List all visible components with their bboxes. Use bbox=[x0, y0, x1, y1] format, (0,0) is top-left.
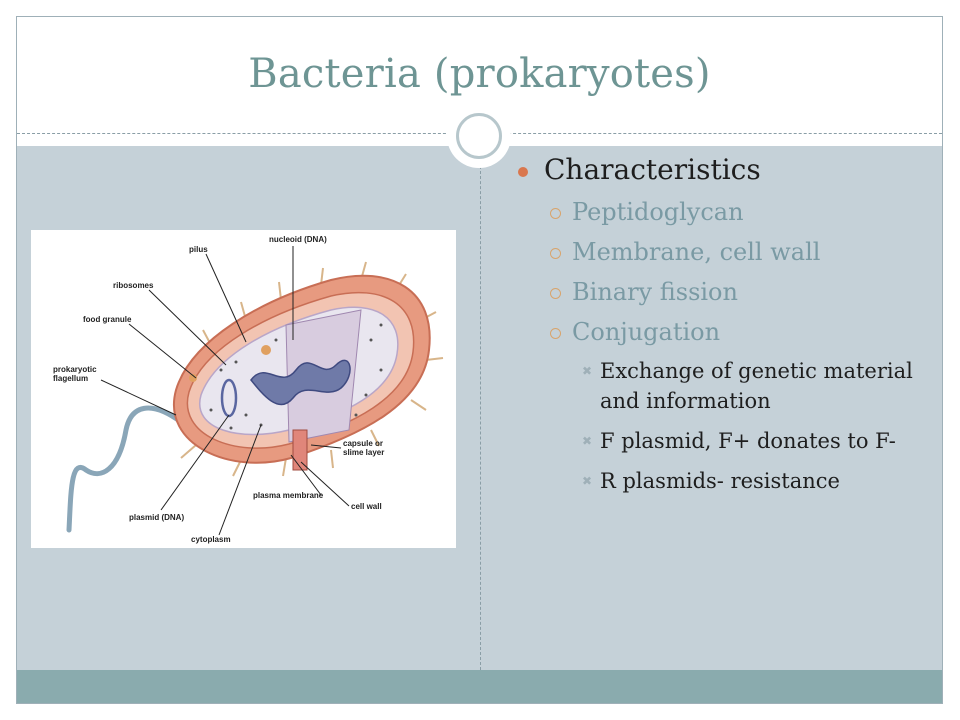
bullet-item-text: Peptidoglycan bbox=[572, 198, 744, 226]
bullet-heading: Characteristics bbox=[512, 153, 932, 186]
sub-bullet-item: ✖ F plasmid, F+ donates to F- bbox=[512, 426, 932, 456]
sub-bullet-x-icon: ✖ bbox=[582, 434, 593, 448]
leader-lines bbox=[100, 246, 350, 536]
label-capsule-1: capsule or bbox=[343, 439, 383, 448]
bullet-ring-icon bbox=[550, 328, 561, 339]
bullet-ring-icon bbox=[550, 288, 561, 299]
bullet-item-text: Conjugation bbox=[572, 318, 721, 346]
label-ribosomes: ribosomes bbox=[113, 281, 154, 290]
bullet-item: Binary fission bbox=[512, 278, 932, 306]
label-nucleoid: nucleoid (DNA) bbox=[269, 235, 327, 244]
bacteria-diagram: nucleoid (DNA) pilus ribosomes food gran… bbox=[31, 230, 456, 548]
food-granule bbox=[261, 345, 271, 355]
sub-bullet-text: F plasmid, F+ donates to F- bbox=[600, 429, 896, 453]
sub-bullet-x-icon: ✖ bbox=[582, 474, 593, 488]
bullet-ring-icon bbox=[550, 248, 561, 259]
divider-circle-ring bbox=[456, 113, 502, 159]
sub-bullet-text: Exchange of genetic material and informa… bbox=[600, 359, 913, 413]
label-plasmid: plasmid (DNA) bbox=[129, 513, 184, 522]
label-cell-wall: cell wall bbox=[351, 502, 382, 511]
sub-bullet-x-icon: ✖ bbox=[582, 364, 593, 378]
bullet-item: Peptidoglycan bbox=[512, 198, 932, 226]
column-divider bbox=[480, 146, 481, 670]
bullet-dot-icon bbox=[518, 167, 528, 177]
sub-bullet-item: ✖ Exchange of genetic material and infor… bbox=[512, 356, 932, 416]
label-pilus: pilus bbox=[189, 245, 208, 254]
nucleoid bbox=[250, 359, 351, 406]
label-flagellum-1: prokaryotic bbox=[53, 365, 97, 374]
flagellum bbox=[66, 405, 184, 533]
label-cytoplasm: cytoplasm bbox=[191, 535, 231, 544]
label-capsule-2: slime layer bbox=[343, 448, 384, 457]
footer-bar bbox=[17, 670, 942, 703]
ribosomes bbox=[209, 323, 383, 430]
bullet-list: Characteristics Peptidoglycan Membrane, … bbox=[512, 150, 932, 496]
label-food-granule: food granule bbox=[83, 315, 132, 324]
bullet-item: Membrane, cell wall bbox=[512, 238, 932, 266]
sub-bullet-item: ✖ R plasmids- resistance bbox=[512, 466, 932, 496]
label-plasma-membrane: plasma membrane bbox=[253, 491, 324, 500]
wall-cross-section bbox=[292, 429, 308, 471]
bullet-ring-icon bbox=[550, 208, 561, 219]
food-granule-2 bbox=[189, 374, 197, 382]
sub-bullet-text: R plasmids- resistance bbox=[600, 469, 840, 493]
bullet-item: Conjugation bbox=[512, 318, 932, 346]
bullet-item-text: Binary fission bbox=[572, 278, 738, 306]
bullet-item-text: Membrane, cell wall bbox=[572, 238, 821, 266]
bacteria-diagram-svg: nucleoid (DNA) pilus ribosomes food gran… bbox=[53, 235, 444, 544]
slide-title: Bacteria (prokaryotes) bbox=[248, 51, 711, 97]
bullet-heading-text: Characteristics bbox=[544, 153, 761, 186]
plasmid bbox=[220, 378, 238, 418]
label-flagellum-2: flagellum bbox=[53, 374, 88, 383]
